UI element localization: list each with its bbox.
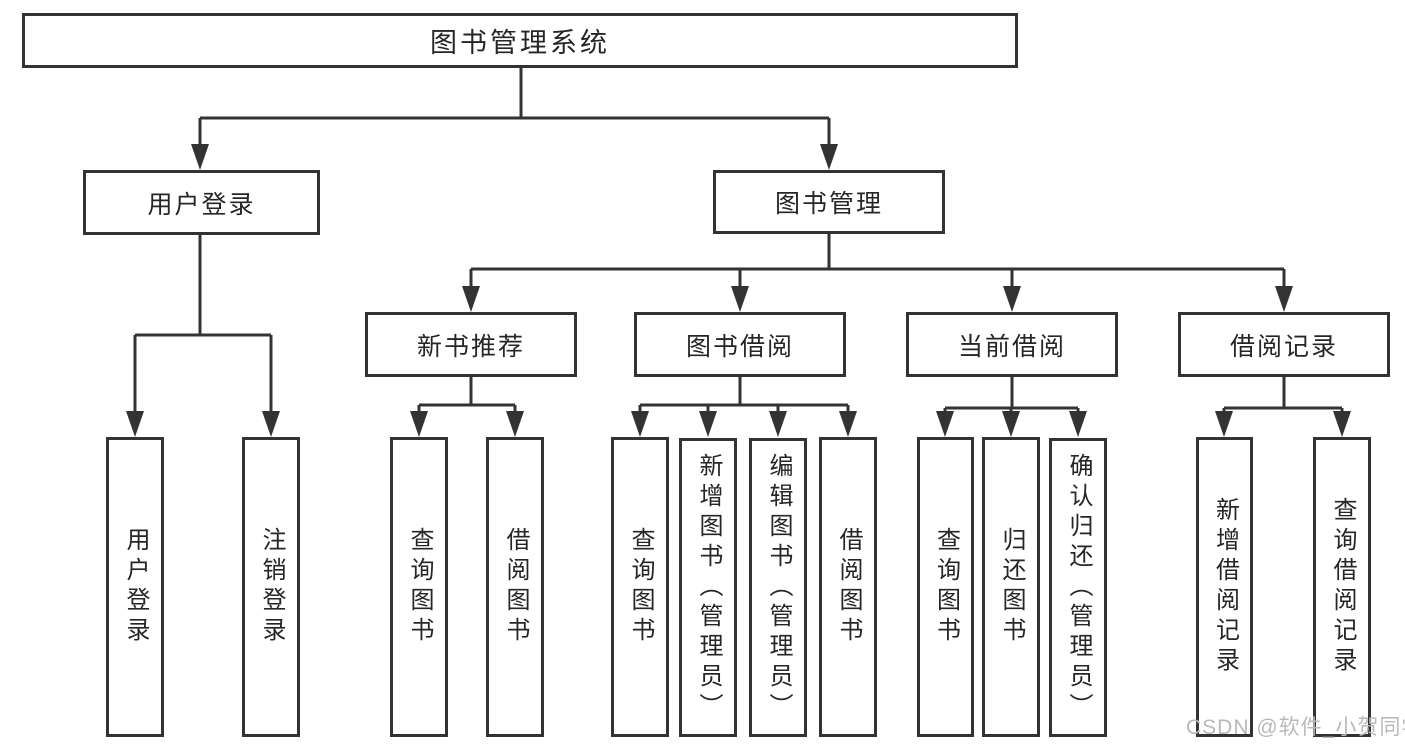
node-label: 新增图书（管理员） xyxy=(695,452,722,723)
node-query-books-current: 查询图书 xyxy=(917,437,974,737)
node-current-borrow: 当前借阅 xyxy=(906,312,1118,377)
node-label: 图书借阅 xyxy=(685,332,794,361)
node-label: 借阅图书 xyxy=(835,527,862,647)
node-borrow-books-recommend: 借阅图书 xyxy=(486,437,544,737)
node-root-system: 图书管理系统 xyxy=(22,13,1018,68)
node-label: 查询图书 xyxy=(932,527,960,647)
connector-root-to-level2 xyxy=(198,68,831,150)
node-borrow-book-leaf: 借阅图书 xyxy=(819,437,877,737)
node-label: 编辑图书（管理员） xyxy=(765,452,792,723)
node-label: 用户登录 xyxy=(122,527,149,647)
node-label: 图书管理 xyxy=(774,190,883,218)
connector-book-borrow-subtree xyxy=(638,377,850,416)
node-user-login: 用户登录 xyxy=(83,170,320,235)
node-label: 当前借阅 xyxy=(957,332,1066,361)
arrowheads xyxy=(126,144,1351,437)
node-query-borrow-record: 查询借阅记录 xyxy=(1313,437,1371,737)
node-label: 图书管理系统 xyxy=(430,28,610,58)
node-label: 注销登录 xyxy=(258,527,285,647)
connector-book-management-to-sections xyxy=(469,232,1286,292)
node-add-borrow-record: 新增借阅记录 xyxy=(1196,437,1253,737)
node-label: 归还图书 xyxy=(998,527,1025,647)
node-query-books-borrow: 查询图书 xyxy=(611,437,669,737)
node-confirm-return-admin: 确认归还（管理员） xyxy=(1049,438,1107,737)
node-label: 借阅记录 xyxy=(1229,332,1338,361)
node-edit-book-admin: 编辑图书（管理员） xyxy=(749,438,807,737)
node-query-books-recommend: 查询图书 xyxy=(390,437,448,737)
node-label: 借阅图书 xyxy=(502,527,529,647)
csdn-watermark: CSDN @软件_小贺同学 xyxy=(1186,716,1405,739)
node-label: 查询图书 xyxy=(627,527,654,647)
node-add-book-admin: 新增图书（管理员） xyxy=(679,438,737,737)
node-label: 确认归还（管理员） xyxy=(1065,452,1092,723)
node-label: 新增借阅记录 xyxy=(1211,497,1239,677)
node-user-login-leaf: 用户登录 xyxy=(106,437,164,737)
connector-new-book-subtree xyxy=(417,377,517,416)
connector-user-login-subtree xyxy=(133,235,273,415)
node-new-book-recommend: 新书推荐 xyxy=(365,312,577,377)
node-book-management: 图书管理 xyxy=(713,170,945,234)
node-label: 新书推荐 xyxy=(416,332,525,361)
node-book-borrow: 图书借阅 xyxy=(634,312,846,377)
node-return-book: 归还图书 xyxy=(982,437,1040,737)
node-logout: 注销登录 xyxy=(242,437,300,737)
node-label: 查询借阅记录 xyxy=(1329,497,1356,677)
connector-borrow-records-subtree xyxy=(1222,377,1344,417)
node-borrow-records: 借阅记录 xyxy=(1178,312,1390,377)
node-label: 查询图书 xyxy=(406,527,433,647)
node-label: 用户登录 xyxy=(147,190,256,219)
